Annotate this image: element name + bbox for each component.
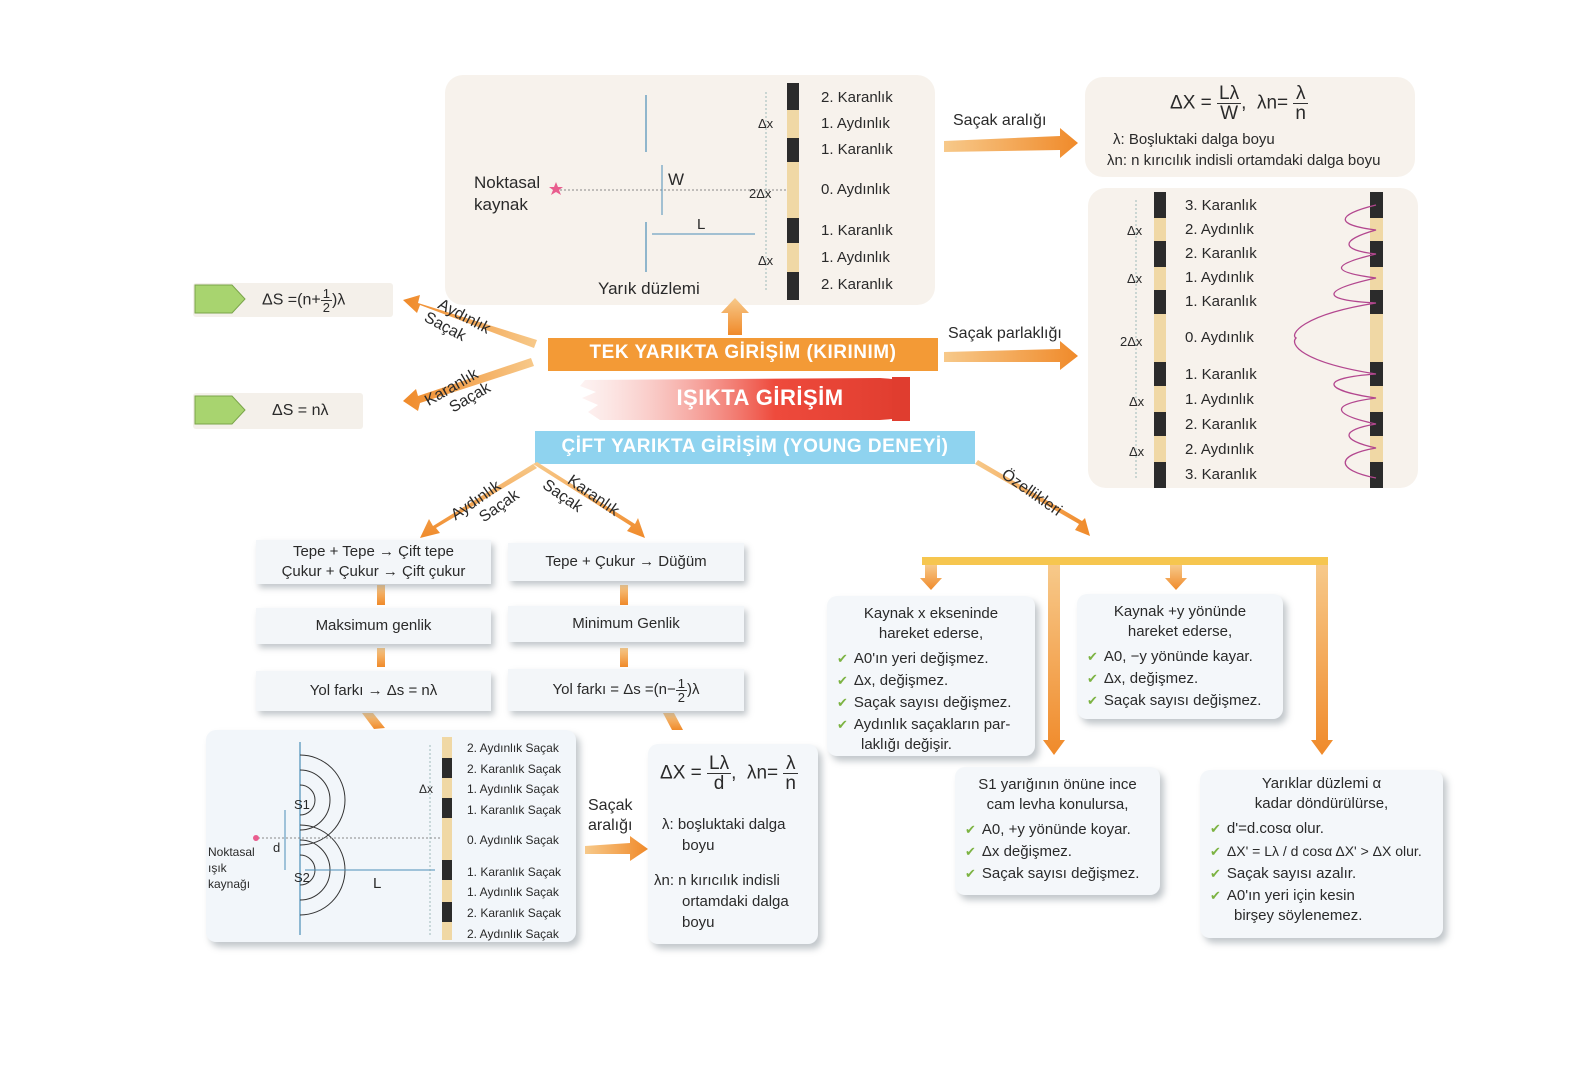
fringe-label: 1. Aydınlık xyxy=(1185,269,1254,286)
arrow-sacak-araligi-2 xyxy=(585,836,648,861)
fringe-label: 2. Karanlık xyxy=(821,276,893,293)
arrow-up-tek xyxy=(721,298,749,335)
dx2-label: 2Δx xyxy=(749,186,772,201)
fringe-label: 2. Karanlık xyxy=(821,89,893,106)
s1-label: S1 xyxy=(294,797,310,812)
w-label: W xyxy=(668,170,685,189)
l-label: L xyxy=(697,216,706,233)
green-tab-dark xyxy=(193,393,363,429)
bright-path-box: Yol farkı → Δs = nλ xyxy=(256,671,491,711)
max-amplitude-box: Maksimum genlik xyxy=(256,608,491,644)
fringe-label: 2. Aydınlık Saçak xyxy=(467,927,559,941)
fringe-label: 1. Karanlık xyxy=(821,222,893,239)
fringe-label: 3. Karanlık xyxy=(1185,197,1257,214)
fringe-label: 1. Karanlık xyxy=(1185,366,1257,383)
fringe-label: 2. Aydınlık xyxy=(1185,221,1254,238)
arrow-sacak-araligi xyxy=(944,128,1078,158)
dx-label: Δx xyxy=(1127,271,1143,286)
main-banner-shape xyxy=(580,378,905,420)
fringe-label: 0. Aydınlık Saçak xyxy=(467,833,559,847)
lambda-n-desc: λn: n kırıcılık indisli ortamdaki dalga … xyxy=(1107,152,1381,169)
main-title-banner: IŞIKTA GİRİŞİM xyxy=(676,385,844,410)
fringe-label: 1. Aydınlık xyxy=(821,115,890,132)
fringe-label: 1. Karanlık Saçak xyxy=(467,865,562,879)
s2-label: S2 xyxy=(294,870,310,885)
green-tab-bright xyxy=(193,283,393,317)
formula-panel-single xyxy=(1085,77,1415,177)
dx-label: Δx xyxy=(758,253,774,268)
fringe-label: 1. Karanlık Saçak xyxy=(467,803,562,817)
fringe-label: 0. Aydınlık xyxy=(1185,329,1254,346)
fringe-label: 1. Aydınlık xyxy=(821,249,890,266)
cift-yarik-banner: ÇİFT YARIKTA GİRİŞİM (YOUNG DENEYİ) xyxy=(561,436,949,457)
dark-wave-box: Tepe + Çukur → Düğüm xyxy=(508,543,744,581)
fringe-label: 1. Aydınlık Saçak xyxy=(467,782,559,796)
d-label: d xyxy=(273,840,281,855)
fringe-label: 2. Karanlık Saçak xyxy=(467,762,562,776)
fringe-label: 0. Aydınlık xyxy=(821,181,890,198)
fringe-label: 3. Karanlık xyxy=(1185,466,1257,483)
fringe-label: 1. Aydınlık Saçak xyxy=(467,885,559,899)
dx2-label: 2Δx xyxy=(1120,334,1143,349)
single-slit-sketch xyxy=(549,83,799,300)
fringe-label: 1. Aydınlık xyxy=(1185,391,1254,408)
slit-plane-label: Yarık düzlemi xyxy=(598,279,700,298)
fringe-label: 2. Aydınlık Saçak xyxy=(467,741,559,755)
fringe-label: 2. Karanlık Saçak xyxy=(467,906,562,920)
l-label: L xyxy=(373,875,382,892)
tek-yarik-banner: TEK YARIKTA GİRİŞİM (KIRINIM) xyxy=(589,342,897,363)
dx-label: Δx xyxy=(758,116,774,131)
dx-label: Δx xyxy=(419,782,434,796)
min-amplitude-box: Minimum Genlik xyxy=(508,606,744,642)
fringe-label: 1. Karanlık xyxy=(1185,293,1257,310)
fringe-label: 2. Karanlık xyxy=(1185,245,1257,262)
dark-path-diff: ΔS = nλ xyxy=(272,402,329,419)
fringe-label: 2. Karanlık xyxy=(1185,416,1257,433)
brightness-panel xyxy=(1088,188,1418,488)
sacak-araligi-label: Saçak aralığı xyxy=(953,112,1047,129)
fringe-label: 2. Aydınlık xyxy=(1185,441,1254,458)
arrow-sacak-parlakligi xyxy=(944,341,1078,370)
double-slit-sketch xyxy=(253,737,452,940)
intensity-curve xyxy=(1293,204,1377,479)
dx-label: Δx xyxy=(1129,444,1145,459)
lambda-desc: λ: Boşluktaki dalga boyu xyxy=(1113,131,1275,148)
fringe-label: 1. Karanlık xyxy=(821,141,893,158)
sacak-parlakligi-label: Saçak parlaklığı xyxy=(948,325,1062,342)
dx-label: Δx xyxy=(1129,394,1145,409)
dx-label: Δx xyxy=(1127,223,1143,238)
